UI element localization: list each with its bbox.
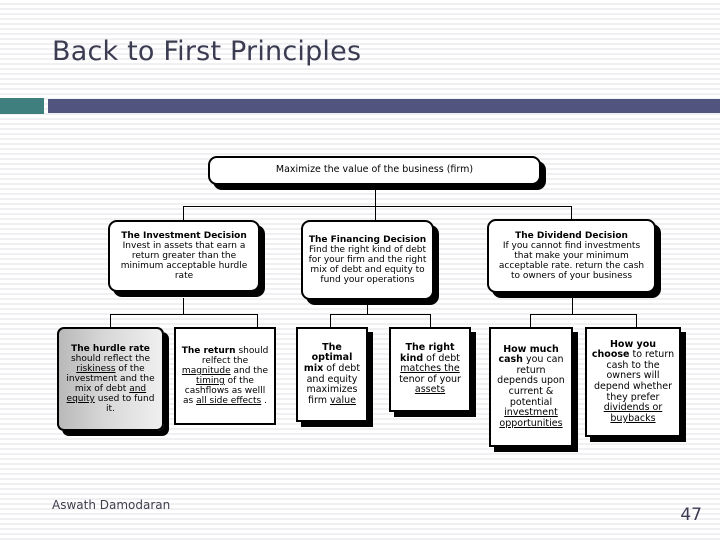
box-right-kind-underline1: matches the xyxy=(400,363,460,375)
connector-investment-drop-1 xyxy=(110,314,111,327)
connector-investment-stem xyxy=(183,298,184,314)
box-hurdle-rate-line2: of the investment and the mix of debt xyxy=(66,363,155,395)
box-financing-decision-body: Find the right kind of debt for your fir… xyxy=(308,244,427,286)
box-hurdle-rate[interactable]: The hurdle rate should reflect the riski… xyxy=(57,327,164,431)
box-how-much-cash[interactable]: How much cash you can return depends upo… xyxy=(489,327,573,447)
connector-level2-bus xyxy=(183,206,571,207)
box-right-kind-underline2: assets xyxy=(414,384,446,396)
box-hurdle-rate-underline2: and equity xyxy=(66,384,147,405)
box-optimal-mix-underline1: value xyxy=(330,394,356,406)
box-maximize-value[interactable]: Maximize the value of the business (firm… xyxy=(208,156,541,185)
box-how-much-cash-underline1: investment opportunities xyxy=(499,407,563,429)
box-how-you-choose-underline1: dividends or buybacks xyxy=(603,402,663,424)
box-dividend-decision-title: The Dividend Decision xyxy=(515,230,628,241)
box-how-much-cash-line1: you can return depends upon current & po… xyxy=(497,354,565,408)
connector-investment-drop-2 xyxy=(257,314,258,327)
box-return-underline3: all side effects xyxy=(196,396,262,407)
box-return-line2: and the xyxy=(233,365,269,376)
connector-financing-drop-2 xyxy=(430,314,431,327)
box-how-you-choose-line1: to return cash to the owners will depend… xyxy=(594,349,675,403)
box-right-kind-lead: The right kind xyxy=(400,341,455,364)
connector-root-stem xyxy=(375,184,376,206)
box-how-you-choose-lead: How you choose xyxy=(591,338,657,361)
connector-level2-drop-1 xyxy=(183,206,184,226)
box-maximize-value-text: Maximize the value of the business (firm… xyxy=(275,164,474,176)
box-investment-decision[interactable]: The Investment Decision Invest in assets… xyxy=(108,220,260,292)
box-return-lead: The return xyxy=(181,345,236,356)
box-return[interactable]: The return should relfect the magnitude … xyxy=(174,327,276,425)
box-how-you-choose[interactable]: How you choose to return cash to the own… xyxy=(585,327,681,437)
connector-level2-drop-2 xyxy=(375,206,376,226)
box-hurdle-rate-line1: should reflect the xyxy=(70,353,151,364)
box-right-kind-line2: tenor of your xyxy=(399,373,461,385)
box-right-kind[interactable]: The right kind of debt matches the tenor… xyxy=(389,327,471,412)
accent-square xyxy=(0,98,44,114)
box-return-line1: should relfect the xyxy=(201,345,269,366)
connector-investment-bus xyxy=(110,314,257,315)
box-dividend-decision[interactable]: The Dividend Decision If you cannot find… xyxy=(487,219,656,293)
box-return-underline1: magnitude xyxy=(181,365,231,376)
box-investment-decision-title: The Investment Decision xyxy=(121,230,247,241)
box-optimal-mix[interactable]: The optimal mix of debt and equity maxim… xyxy=(296,327,368,422)
box-hurdle-rate-lead: The hurdle rate xyxy=(71,343,150,354)
connector-financing-drop-1 xyxy=(330,314,331,327)
connector-financing-stem xyxy=(367,298,368,314)
box-optimal-mix-line1: of debt and equity maximizes firm xyxy=(306,362,361,406)
box-optimal-mix-lead: The optimal mix xyxy=(303,341,353,374)
box-hurdle-rate-line3: used to fund it. xyxy=(97,394,155,415)
page-number: 47 xyxy=(680,505,702,525)
box-return-underline2: timing xyxy=(196,376,225,386)
connector-financing-bus xyxy=(330,314,430,315)
page-title: Back to First Principles xyxy=(52,36,362,67)
footer-author: Aswath Damodaran xyxy=(52,498,171,512)
connector-dividend-bus xyxy=(530,314,636,315)
box-how-much-cash-lead: How much cash xyxy=(498,343,559,366)
box-hurdle-rate-underline1: riskiness xyxy=(76,363,116,374)
box-dividend-decision-body: If you cannot find investments that make… xyxy=(498,240,645,282)
box-financing-decision[interactable]: The Financing Decision Find the right ki… xyxy=(301,220,434,300)
box-return-line3: of the cashflows as welll as xyxy=(183,376,266,407)
connector-dividend-stem xyxy=(572,298,573,314)
accent-bar xyxy=(48,99,720,113)
connector-level2-drop-3 xyxy=(571,206,572,226)
first-principles-diagram: Maximize the value of the business (firm… xyxy=(0,120,720,470)
box-financing-decision-title: The Financing Decision xyxy=(308,234,427,245)
box-right-kind-line1: of debt xyxy=(426,352,460,364)
connector-dividend-drop-2 xyxy=(636,314,637,327)
box-return-line4: . xyxy=(264,396,267,407)
connector-dividend-drop-1 xyxy=(530,314,531,327)
box-investment-decision-body: Invest in assets that earn a return grea… xyxy=(120,240,248,282)
